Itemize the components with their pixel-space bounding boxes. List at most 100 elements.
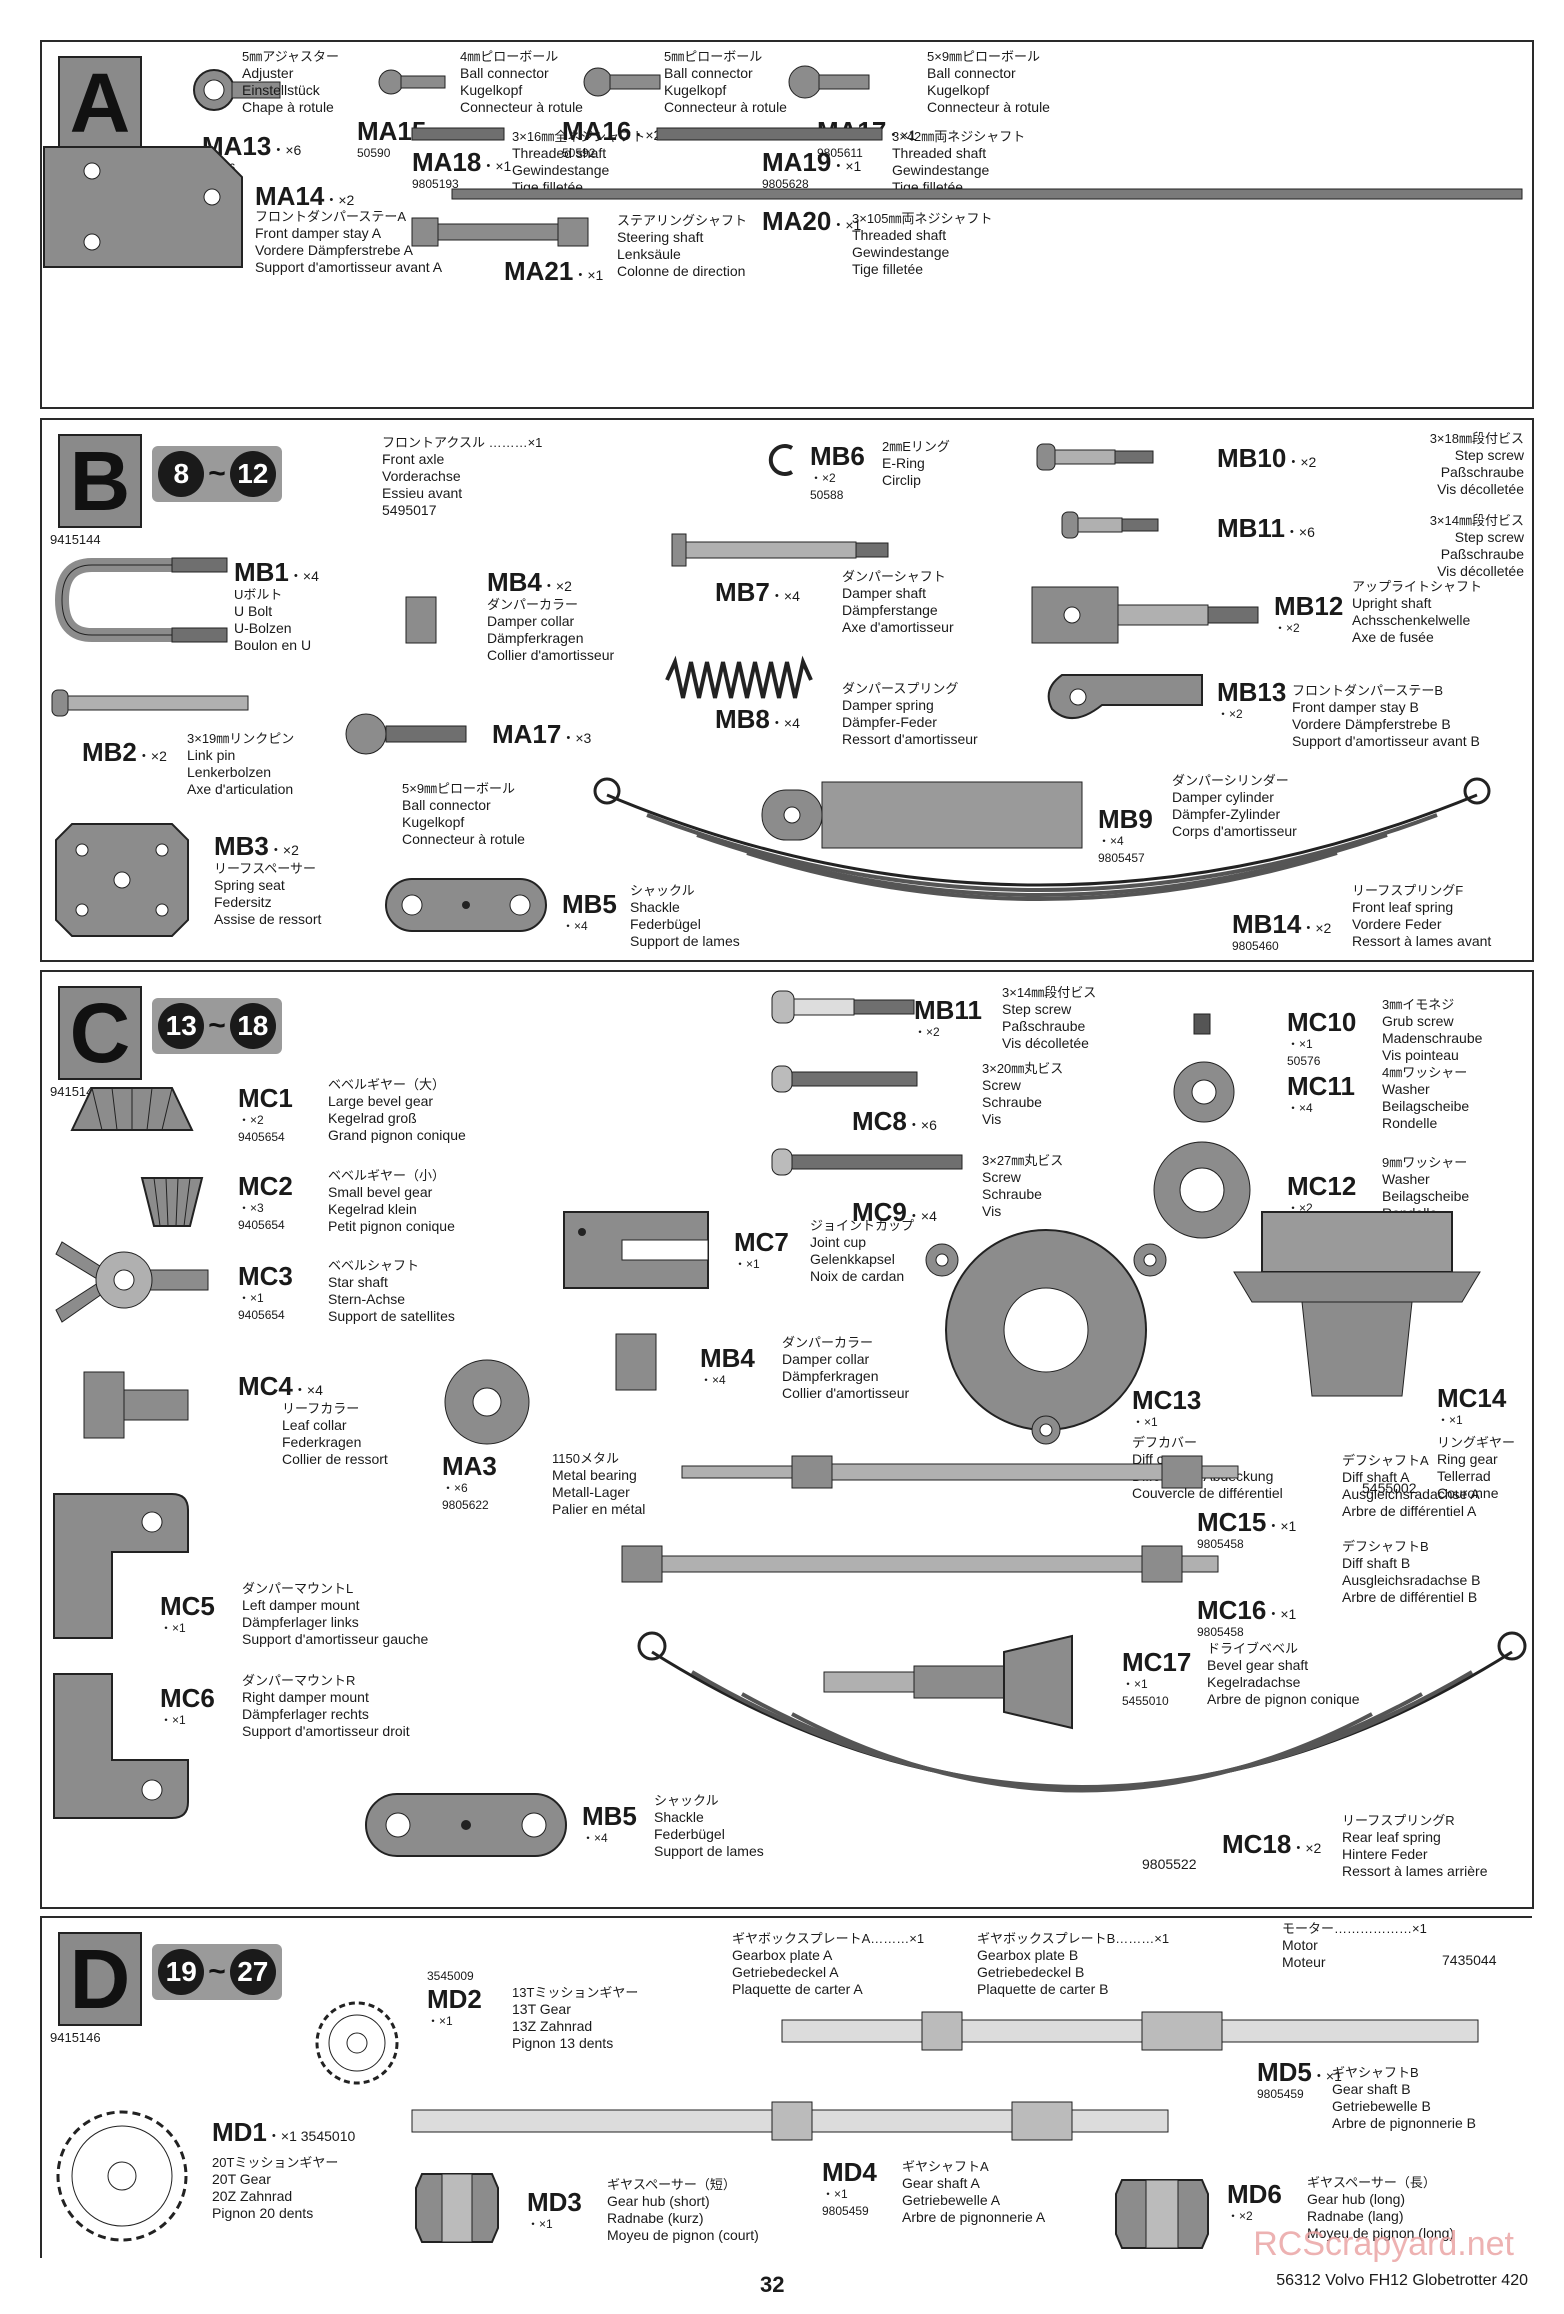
ma21-label: MA21・×1 <box>504 256 604 286</box>
mc13-label: MC13・×1 <box>1132 1385 1202 1429</box>
ma16-drawing <box>583 67 661 97</box>
section-b-id: 9415144 <box>50 532 101 547</box>
step-to: 18 <box>229 1003 276 1049</box>
ma15-drawing <box>378 69 446 95</box>
md6-label: MD6・×2 <box>1227 2179 1282 2223</box>
mb7-drawing <box>671 533 889 567</box>
step-to: 12 <box>229 451 276 497</box>
mc-mb11-drawing <box>771 990 915 1024</box>
mb7-label: MB7・×4 <box>715 577 800 607</box>
mb10-label: MB10・×2 <box>1217 443 1317 473</box>
mc4-drawing <box>83 1371 189 1439</box>
mc14-label: MC14・×1 <box>1437 1383 1507 1427</box>
model-name: 56312 Volvo FH12 Globetrotter 420 <box>1276 2272 1528 2289</box>
mb3-drawing <box>55 823 189 937</box>
mb5-label: MB5・×4 <box>562 889 617 933</box>
mc10-drawing <box>1193 1013 1211 1035</box>
mb2-drawing <box>51 689 249 717</box>
page-number: 32 <box>760 2272 785 2297</box>
md1-label: MD1・×1 3545010 <box>212 2117 356 2147</box>
mb-ma17-label: MA17・×3 <box>492 719 592 749</box>
step-from: 13 <box>158 1003 205 1049</box>
mb5-drawing <box>385 878 547 932</box>
section-d-id: 9415146 <box>50 2030 101 2045</box>
step-from: 19 <box>158 1949 205 1995</box>
motor-pn: 7435044 <box>1442 1952 1497 1968</box>
mb10-drawing <box>1036 443 1154 471</box>
ma18-drawing <box>411 127 505 141</box>
md3-label: MD3・×1 <box>527 2187 582 2231</box>
section-c-steps: 13~18 <box>152 998 282 1054</box>
mc1-drawing <box>70 1087 194 1131</box>
mc9-label: MC9・×4 <box>852 1197 937 1227</box>
mc18-label: MC18・×2 <box>1222 1829 1322 1859</box>
mc8-drawing <box>771 1065 918 1093</box>
mb1-drawing <box>54 557 228 643</box>
mc8-label: MC8・×6 <box>852 1106 937 1136</box>
step-from: 8 <box>158 451 205 497</box>
mc3-drawing <box>55 1241 209 1323</box>
ma17-drawing <box>788 65 870 99</box>
mc6-label: MC6・×1 <box>160 1683 215 1727</box>
mc2-drawing <box>140 1177 204 1227</box>
mc5-drawing <box>53 1493 189 1639</box>
section-d-steps: 19~27 <box>152 1944 282 2000</box>
mc14-pn: 5455002 <box>1362 1480 1417 1496</box>
md6-drawing <box>1115 2179 1209 2249</box>
md4-drawing <box>411 2101 1169 2141</box>
mb2-label: MB2・×2 <box>82 737 167 767</box>
mc15-drawing <box>681 1455 1239 1489</box>
mc-mb5-drawing <box>365 1793 567 1857</box>
ma14-drawing <box>43 146 243 268</box>
mc12-drawing <box>1153 1141 1251 1239</box>
mc6-drawing <box>53 1673 189 1819</box>
mb6-drawing <box>768 444 794 476</box>
mb3-label: MB3・×2 <box>214 831 299 861</box>
ma20-drawing <box>451 188 1523 200</box>
